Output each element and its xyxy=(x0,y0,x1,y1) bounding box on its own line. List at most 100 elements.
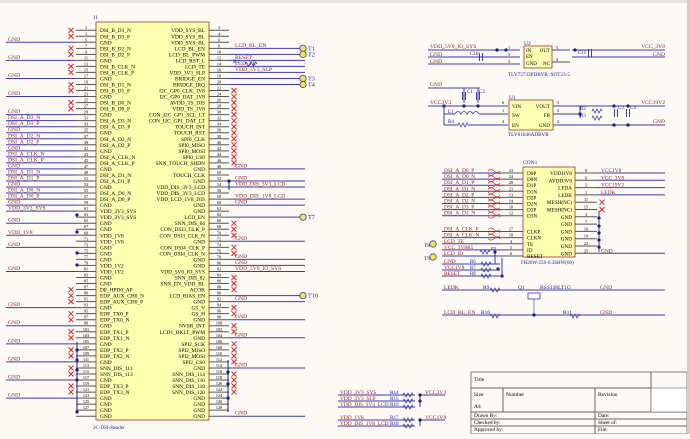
no-connect-stroke xyxy=(68,99,74,106)
pin-number: 23 xyxy=(509,168,513,173)
test-point-icon[interactable] xyxy=(299,291,307,300)
pin-name: DSI_B_D0_N xyxy=(100,101,131,107)
pin-number: 98 xyxy=(217,315,221,320)
resistor-icon xyxy=(402,392,414,398)
resistor-designator: R8 xyxy=(470,272,476,277)
net-label: VCC_3V8 xyxy=(601,175,624,181)
pin-number: 34 xyxy=(217,122,222,127)
resistor-icon xyxy=(591,108,603,114)
pin-name: VIN xyxy=(512,104,521,110)
net-label: GND xyxy=(235,163,247,169)
net-label: DSI_A_CLK_N xyxy=(444,233,479,239)
j1-header-body[interactable] xyxy=(95,21,210,421)
u1-designator: U1 xyxy=(509,95,516,101)
net-label: GND xyxy=(8,91,20,97)
pin-number: 38 xyxy=(217,134,221,139)
test-point-icon[interactable] xyxy=(299,44,307,52)
pin-name: EDP_TX0_P xyxy=(100,312,128,318)
junction-dot xyxy=(418,399,422,403)
pin-number: 42 xyxy=(217,146,221,151)
revision-label: Revision xyxy=(598,392,618,398)
net-label: LEDK xyxy=(444,285,459,291)
u1-part-name: TLV61046ADBVR xyxy=(508,132,549,138)
net-label: GND xyxy=(8,145,20,151)
pin-number: 45 xyxy=(84,158,88,163)
pin-name: SNN_DIS_116 xyxy=(172,378,205,384)
size-label: Size xyxy=(474,392,484,398)
no-connect-stroke xyxy=(231,310,237,317)
con1-body[interactable] xyxy=(522,166,576,258)
vertical-scrollbar[interactable] xyxy=(687,0,690,434)
test-point-label: T2 xyxy=(308,51,315,58)
test-point-icon[interactable] xyxy=(299,213,307,221)
pin-number: 14 xyxy=(509,199,514,204)
pin-name: GND xyxy=(100,227,112,233)
pin-name: DSI_A_D0_P xyxy=(100,197,130,203)
pin-name: VDD_1V2 xyxy=(100,269,124,275)
no-connect-stroke xyxy=(231,383,237,389)
test-point-icon[interactable] xyxy=(429,240,437,248)
pin-number: 41 xyxy=(84,146,88,151)
pin-number: 63 xyxy=(84,212,88,217)
pin-number: 10 xyxy=(217,49,221,54)
pin-number: 128 xyxy=(216,405,222,410)
no-connect-stroke xyxy=(231,340,237,347)
no-connect-icon xyxy=(231,93,237,100)
pin-name: FB xyxy=(544,113,551,119)
test-point-label: T9 xyxy=(424,256,430,262)
u1-body[interactable] xyxy=(508,99,554,131)
junction-dot xyxy=(227,179,231,183)
net-label: GND xyxy=(8,218,20,224)
pin-number: 2 xyxy=(508,59,510,64)
net-label: GND xyxy=(653,119,665,125)
no-connect-stroke xyxy=(68,33,74,40)
pin-number: 18 xyxy=(217,73,221,78)
net-label: DSI_A_CLK_P xyxy=(444,227,478,233)
test-point-icon[interactable] xyxy=(299,80,307,89)
net-label: GND xyxy=(444,259,456,265)
con1-designator: CON1 xyxy=(523,160,538,166)
pin-name: VDD_DIS_3V3_LCD xyxy=(156,191,205,197)
pin-name: SNN_DIS_64 xyxy=(175,221,206,227)
u2-body[interactable] xyxy=(523,45,553,69)
pin-number: 44 xyxy=(217,152,222,157)
net-label: VDD_3V3_SLP xyxy=(235,67,272,73)
pin-number: 127 xyxy=(83,405,89,410)
pin-name: ID xyxy=(527,248,533,254)
c10-designator: C10 xyxy=(470,52,479,57)
junction-dot xyxy=(504,48,508,52)
pin-name: SPI0_CLK xyxy=(181,137,205,143)
no-connect-stroke xyxy=(68,389,74,395)
pin-number: 28 xyxy=(217,104,221,109)
junction-dot xyxy=(597,231,601,235)
test-point-icon[interactable] xyxy=(429,253,437,261)
pin-number: 54 xyxy=(217,182,222,187)
no-connect-stroke xyxy=(68,346,74,353)
no-connect-icon xyxy=(231,286,237,293)
j1-part-name: 2C-DSI-Header xyxy=(93,426,125,431)
test-point-icon[interactable] xyxy=(299,50,307,58)
test-point-icon[interactable] xyxy=(299,74,307,83)
pin-name: LCD1_BKLT_PWM xyxy=(160,330,206,336)
pin-number: 96 xyxy=(217,309,221,314)
net-label: GND xyxy=(235,296,247,302)
net-label: VDD_1V8 xyxy=(340,415,364,421)
pin-number: 120 xyxy=(216,381,222,386)
pin-name: GND xyxy=(100,414,112,420)
pin-number: 110 xyxy=(216,351,222,356)
junction-dot xyxy=(496,267,500,271)
pin-name: LEDK xyxy=(558,193,572,199)
net-label: VDD_5V0_IO_SYS xyxy=(430,44,476,50)
no-connect-icon xyxy=(599,199,605,206)
net-label: GND xyxy=(235,200,247,206)
pin-number: 68 xyxy=(217,224,221,229)
no-connect-icon xyxy=(68,334,74,341)
no-connect-stroke xyxy=(68,310,74,317)
pin-number: 7 xyxy=(585,219,587,224)
test-point-label: T3 xyxy=(308,75,315,82)
pin-number: 65 xyxy=(84,218,88,223)
no-connect-icon xyxy=(231,377,237,383)
r9-designator: R9 xyxy=(483,285,490,291)
no-connect-icon xyxy=(231,280,237,287)
pin-name: D1N xyxy=(527,189,537,195)
